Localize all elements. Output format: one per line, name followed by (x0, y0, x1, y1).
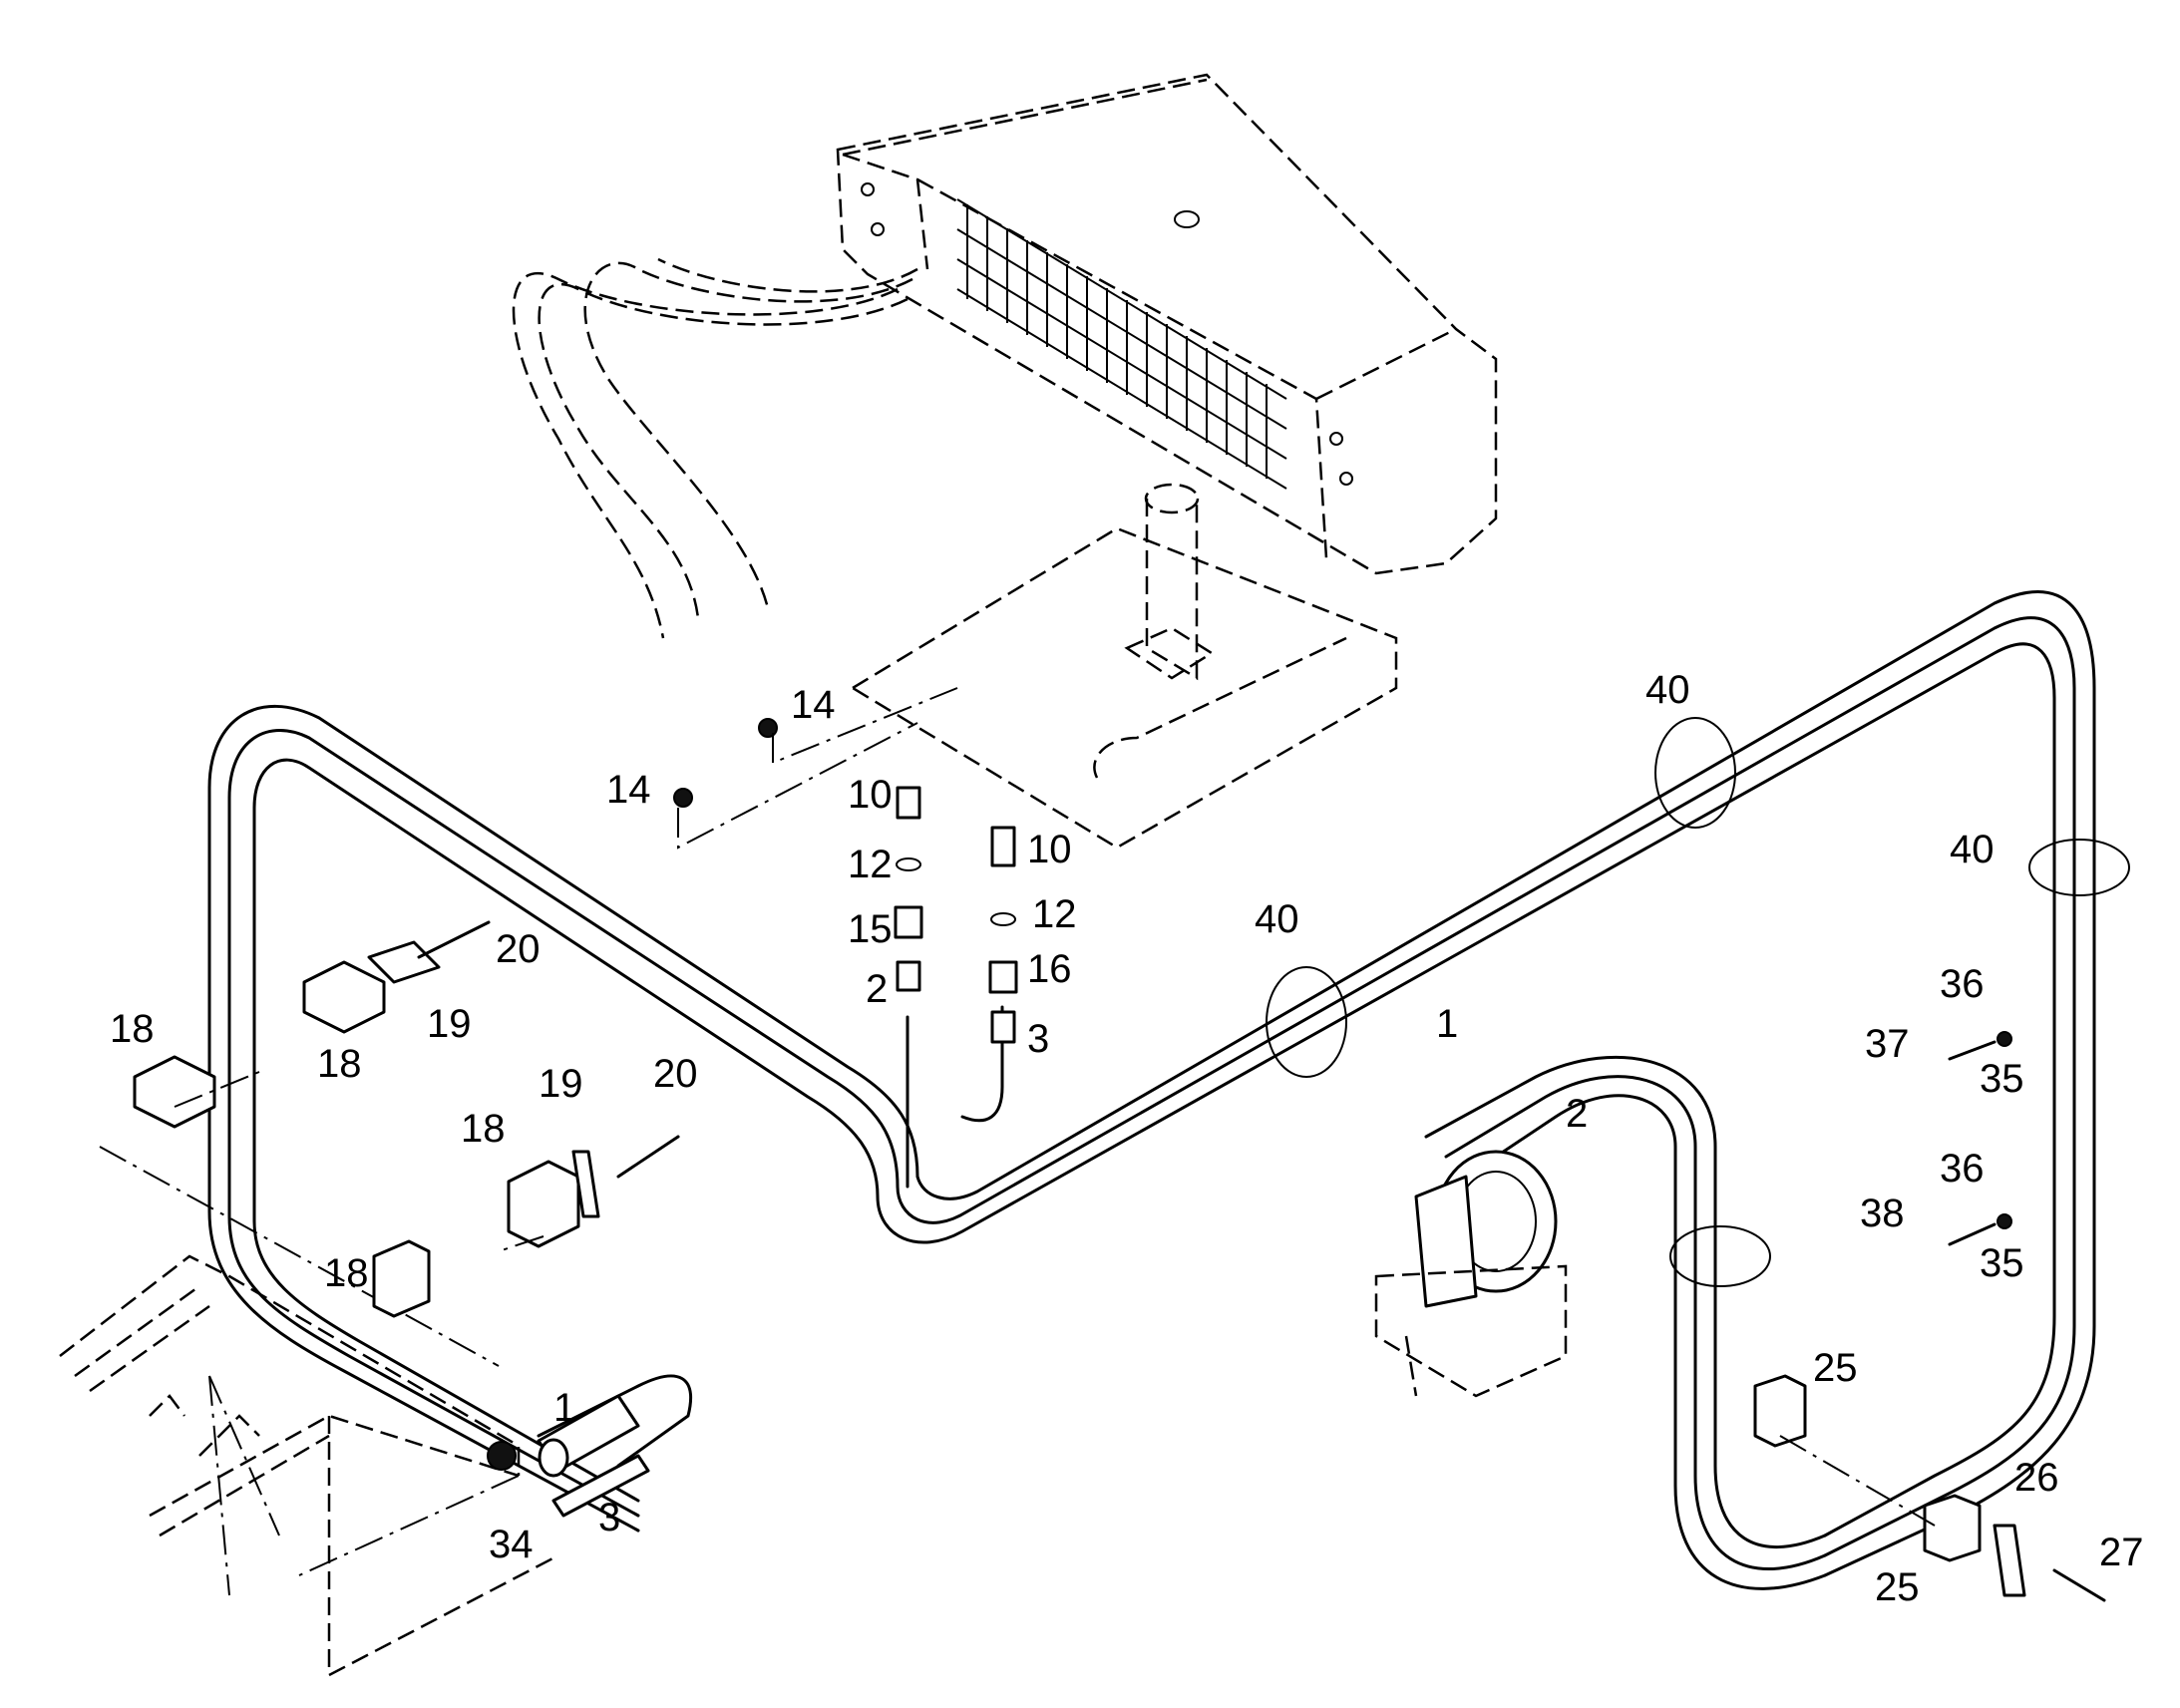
callout-labels: 1 1 2 2 3 3 10 10 12 12 14 14 15 16 18 1… (110, 668, 2144, 1609)
callout-12-b: 12 (1032, 892, 1077, 936)
callout-40-b: 40 (1950, 828, 1995, 871)
callout-2-center: 2 (866, 967, 888, 1011)
callout-40-c: 40 (1255, 897, 1299, 941)
callout-38: 38 (1860, 1192, 1905, 1235)
callout-36-a: 36 (1940, 962, 1985, 1006)
evaporator-hoses (512, 257, 918, 639)
callout-1-left: 1 (553, 1386, 575, 1430)
callout-3-center: 3 (1027, 1017, 1049, 1061)
floor-plate (852, 483, 1398, 850)
callout-26: 26 (2014, 1456, 2059, 1500)
hose-end-left (537, 1374, 693, 1518)
callout-18-d: 18 (324, 1251, 369, 1295)
callout-25-a: 25 (1813, 1346, 1858, 1390)
callout-19-b: 19 (539, 1062, 583, 1106)
callout-16: 16 (1027, 947, 1072, 991)
callout-40-a: 40 (1645, 668, 1690, 712)
callout-15: 15 (848, 907, 893, 951)
callout-14-b: 14 (606, 768, 651, 812)
callout-27: 27 (2099, 1531, 2144, 1574)
callout-10-b: 10 (1027, 828, 1072, 871)
callout-25-b: 25 (1875, 1565, 1920, 1609)
assembly-leader-lines (174, 687, 1936, 1527)
callout-19-a: 19 (427, 1002, 472, 1046)
bolt-icon (367, 920, 2106, 1602)
callout-2-right: 2 (1566, 1092, 1588, 1136)
callout-18-c: 18 (461, 1107, 506, 1151)
suction-discharge-hose-loop (207, 590, 2096, 1590)
evaporator-unit-icon (836, 73, 1498, 575)
callout-20-b: 20 (653, 1052, 698, 1096)
callout-1-right: 1 (1436, 1002, 1458, 1046)
callout-10-a: 10 (848, 773, 893, 817)
callout-37: 37 (1865, 1022, 1910, 1066)
callout-3-left: 3 (598, 1496, 620, 1539)
fittings-stack (894, 786, 1018, 1044)
callout-12-a: 12 (848, 843, 893, 886)
callout-36-b: 36 (1940, 1147, 1985, 1191)
callout-35-a: 35 (1980, 1057, 2024, 1101)
callout-20-a: 20 (496, 927, 541, 971)
frame-structure (59, 1146, 559, 1677)
callout-14-a: 14 (791, 683, 836, 727)
cable-tie-icon (673, 717, 2130, 1287)
callout-18-b: 18 (317, 1042, 362, 1086)
pipe-clamp-icon (133, 960, 1982, 1562)
compressor-icon (1374, 1150, 1568, 1398)
callout-18-a: 18 (110, 1007, 155, 1051)
callout-34: 34 (489, 1523, 534, 1566)
callout-35-b: 35 (1980, 1241, 2024, 1285)
